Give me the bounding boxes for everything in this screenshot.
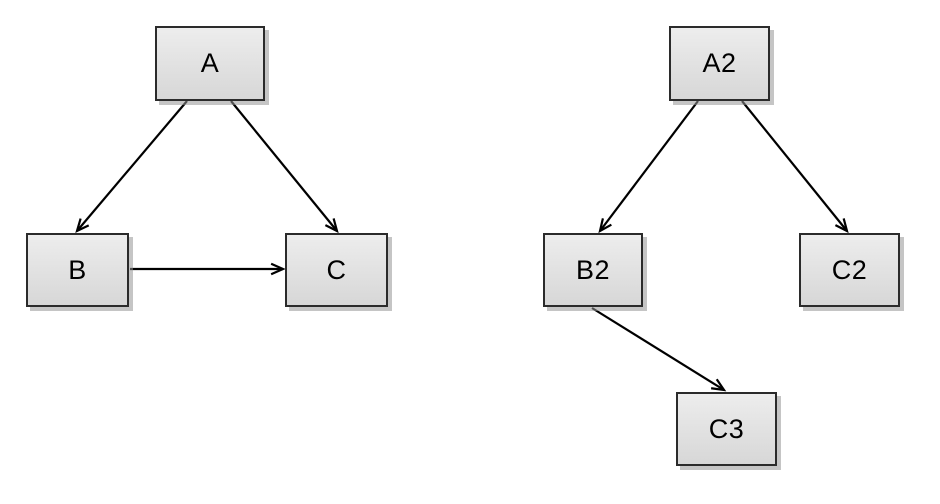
edge-a2-to-b2 — [598, 100, 699, 234]
edge-a-to-b — [75, 100, 188, 234]
edge-b2-to-c3 — [591, 307, 727, 392]
node-label: A — [200, 48, 220, 78]
node-a[interactable]: A — [155, 26, 265, 101]
node-label: C — [326, 254, 347, 285]
node-label: A2 — [702, 48, 737, 78]
node-a2[interactable]: A2 — [669, 26, 770, 101]
node-label: B2 — [575, 254, 611, 285]
arrowhead-icon — [598, 218, 612, 234]
node-b2[interactable]: B2 — [543, 233, 643, 307]
arrowhead-icon — [270, 262, 286, 276]
arrowhead-icon — [75, 218, 90, 234]
edge-line — [741, 100, 848, 232]
node-label: C3 — [708, 413, 745, 444]
arrowhead-icon — [834, 218, 849, 234]
arrowhead-icon — [324, 218, 339, 234]
arrowhead-icon — [710, 378, 727, 392]
edge-line — [230, 100, 338, 232]
node-c3[interactable]: C3 — [676, 392, 777, 466]
edge-line — [591, 307, 725, 391]
node-label: B — [68, 254, 87, 285]
edge-a2-to-c2 — [741, 100, 849, 234]
node-b[interactable]: B — [26, 233, 129, 307]
edge-line — [599, 100, 699, 232]
node-c[interactable]: C — [285, 233, 388, 307]
node-label: C2 — [831, 254, 868, 285]
edge-line — [76, 100, 188, 232]
node-c2[interactable]: C2 — [799, 233, 900, 307]
edge-b-to-c — [130, 262, 286, 276]
edge-a-to-c — [230, 100, 339, 234]
